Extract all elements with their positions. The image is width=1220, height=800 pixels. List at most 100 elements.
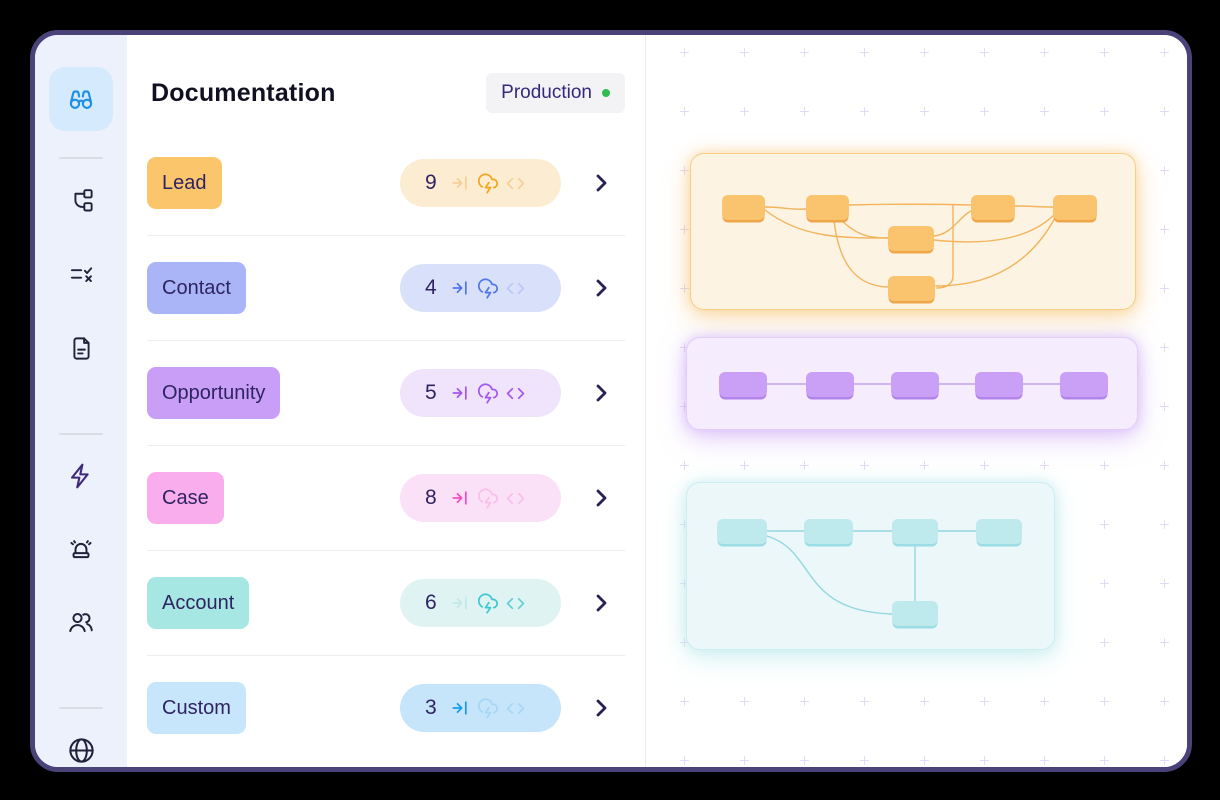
panel-header: Documentation Production	[147, 35, 625, 131]
entity-chip: Case	[147, 472, 224, 524]
sparkle-dot	[980, 48, 989, 57]
workflow-icon	[68, 187, 95, 214]
chevron-right-icon[interactable]	[589, 591, 613, 615]
cloud-lightning-icon	[477, 592, 498, 614]
sparkle-dot	[680, 225, 689, 234]
flow-card-purple	[686, 337, 1138, 430]
sparkle-dot	[740, 107, 749, 116]
sparkle-dot	[680, 48, 689, 57]
list-item-contact[interactable]: Contact 4	[147, 236, 625, 341]
code-icon	[506, 488, 526, 508]
list-item-case[interactable]: Case 8	[147, 446, 625, 551]
import-arrow-icon	[450, 278, 470, 298]
sparkle-dot	[1160, 579, 1169, 588]
import-arrow-icon	[450, 488, 470, 508]
sparkle-dot	[1100, 579, 1109, 588]
sparkle-dot	[800, 756, 809, 765]
sidebar-item-global[interactable]	[66, 735, 96, 765]
flow-edges	[766, 530, 977, 615]
app-window: Documentation Production Lead 9 Contact …	[30, 30, 1192, 772]
chevron-right-icon[interactable]	[589, 381, 613, 405]
sidebar-item-automation[interactable]	[66, 461, 96, 491]
chevron-right-icon[interactable]	[589, 276, 613, 300]
entity-count: 5	[425, 381, 437, 404]
flow-node	[717, 519, 767, 544]
sparkle-dot	[1160, 520, 1169, 529]
environment-badge-label: Production	[501, 82, 592, 103]
sparkle-dot	[1160, 225, 1169, 234]
import-arrow-icon	[450, 383, 470, 403]
flow-node	[806, 372, 854, 397]
sparkle-dot	[800, 107, 809, 116]
sparkle-dot	[1040, 48, 1049, 57]
sparkle-dot	[980, 697, 989, 706]
code-icon	[506, 173, 526, 193]
sparkle-dot	[740, 461, 749, 470]
flow-node	[891, 372, 939, 397]
flow-node	[1053, 195, 1097, 220]
flow-node	[806, 195, 849, 220]
sparkle-dot	[920, 756, 929, 765]
flow-node	[722, 195, 765, 220]
sparkle-dot	[980, 756, 989, 765]
chevron-right-icon[interactable]	[589, 171, 613, 195]
sparkle-dot	[800, 697, 809, 706]
sparkle-dot	[680, 697, 689, 706]
sparkle-dot	[920, 461, 929, 470]
sparkle-dot	[1160, 461, 1169, 470]
sparkle-dot	[680, 107, 689, 116]
entity-chip: Opportunity	[147, 367, 281, 419]
cloud-lightning-icon	[477, 172, 498, 194]
sidebar-item-documents[interactable]	[66, 333, 96, 363]
list-item-lead[interactable]: Lead 9	[147, 131, 625, 236]
list-item-custom[interactable]: Custom 3	[147, 656, 625, 760]
binoculars-icon	[66, 84, 96, 114]
sparkle-dot	[1040, 107, 1049, 116]
sidebar-divider	[59, 707, 103, 709]
sparkle-dot	[1160, 756, 1169, 765]
stats-pill: 5	[400, 369, 561, 417]
sidebar-divider	[59, 157, 103, 159]
sparkle-dot	[740, 697, 749, 706]
sidebar-item-checklist[interactable]	[66, 259, 96, 289]
sparkle-dot	[860, 756, 869, 765]
sparkle-dot	[980, 107, 989, 116]
flow-node	[892, 601, 938, 626]
sparkle-dot	[1040, 461, 1049, 470]
sparkle-dot	[1100, 107, 1109, 116]
code-icon	[506, 383, 526, 403]
sparkle-dot	[680, 461, 689, 470]
flow-node	[971, 195, 1015, 220]
sparkle-dot	[860, 48, 869, 57]
sparkle-dot	[860, 107, 869, 116]
list-item-opportunity[interactable]: Opportunity 5	[147, 341, 625, 446]
code-icon	[506, 278, 526, 298]
chevron-right-icon[interactable]	[589, 696, 613, 720]
sparkle-dot	[860, 461, 869, 470]
checklist-icon	[68, 261, 95, 288]
sidebar-item-workflow[interactable]	[66, 185, 96, 215]
list-item-account[interactable]: Account 6	[147, 551, 625, 656]
sidebar-item-users[interactable]	[66, 607, 96, 637]
flow-node	[888, 226, 934, 251]
entity-chip: Account	[147, 577, 250, 629]
entity-count: 8	[425, 486, 437, 509]
sparkle-dot	[1100, 697, 1109, 706]
sparkle-dot	[1100, 756, 1109, 765]
users-icon	[67, 608, 95, 636]
sparkle-dot	[1100, 638, 1109, 647]
flow-node	[975, 372, 1023, 397]
chevron-right-icon[interactable]	[589, 486, 613, 510]
sparkle-dot	[800, 48, 809, 57]
environment-badge[interactable]: Production	[486, 73, 625, 113]
sparkle-dot	[1160, 697, 1169, 706]
sparkle-dot	[1160, 284, 1169, 293]
flow-node	[1060, 372, 1108, 397]
sidebar-item-search-active[interactable]	[49, 67, 113, 131]
sparkle-dot	[740, 756, 749, 765]
sparkle-dot	[1160, 48, 1169, 57]
entity-count: 4	[425, 276, 437, 299]
cloud-lightning-icon	[477, 487, 498, 509]
import-arrow-icon	[450, 173, 470, 193]
sidebar-item-alerts[interactable]	[66, 533, 96, 563]
